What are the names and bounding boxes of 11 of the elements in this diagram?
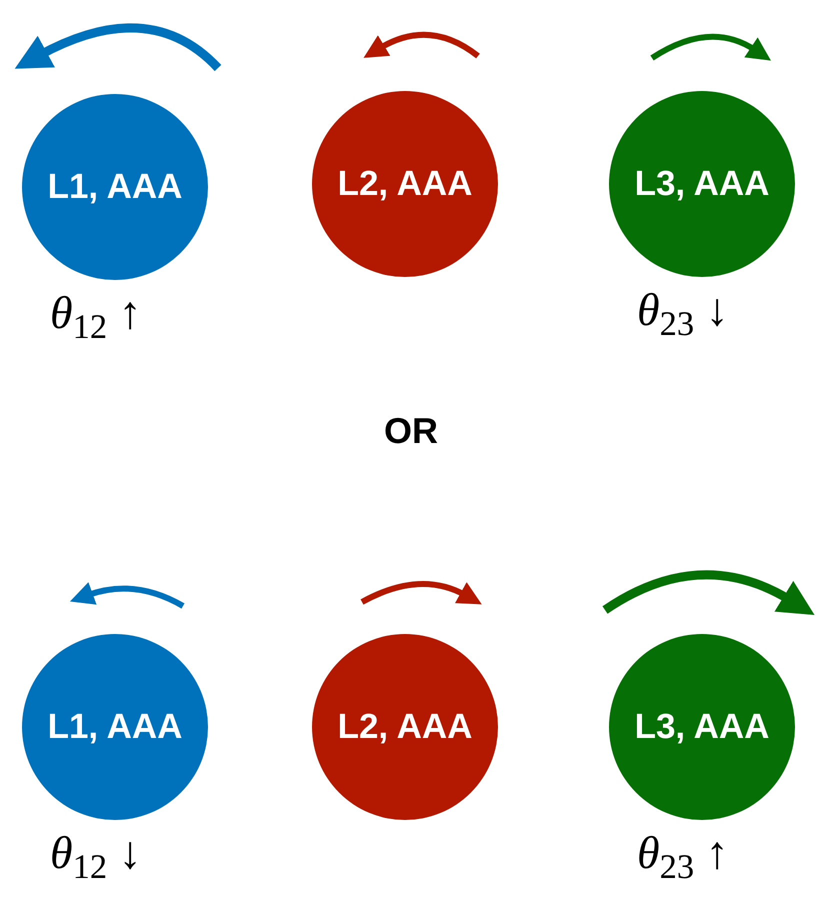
- node-label: L1, AAA: [48, 707, 182, 747]
- node-label: L2, AAA: [338, 164, 472, 204]
- angle-label: θ$_{12}$ ↑: [50, 290, 142, 345]
- angle-label: θ$_{23}$ ↑: [637, 830, 729, 885]
- separator-text: OR: [384, 410, 438, 452]
- node-label: L3, AAA: [634, 707, 770, 747]
- node-label: L1, AAA: [48, 167, 182, 207]
- node-label: L3, AAA: [634, 164, 770, 204]
- node-label: L2, AAA: [338, 707, 472, 747]
- angle-label: θ$_{23}$ ↓: [637, 287, 729, 342]
- angle-label: θ$_{12}$ ↓: [50, 830, 142, 885]
